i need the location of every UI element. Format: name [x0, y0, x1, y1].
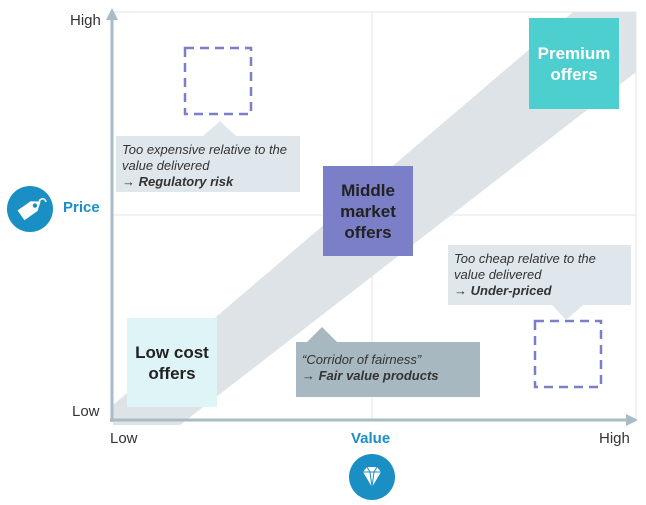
price-tag-icon [7, 186, 53, 232]
y-axis-title: Price [63, 199, 100, 216]
callout-expensive-pointer [203, 121, 236, 136]
middle-market-offers-box: Middle market offers [323, 166, 413, 256]
x-axis-arrowhead [626, 414, 638, 426]
callout-too-expensive-text: Too expensive relative to the value deli… [122, 142, 288, 173]
callout-cheap-pointer [552, 305, 583, 320]
callout-too-cheap: Too cheap relative to the value delivere… [448, 245, 631, 305]
y-axis-arrowhead [106, 8, 118, 20]
low-cost-offers-box: Low cost offers [127, 318, 217, 407]
callout-too-expensive-consequence: → Regulatory risk [122, 174, 234, 189]
dashed-box-overpriced [183, 46, 253, 116]
callout-too-cheap-text: Too cheap relative to the value delivere… [454, 251, 596, 282]
premium-offers-box: Premium offers [529, 18, 619, 109]
callout-corridor-of-fairness: “Corridor of fairness” → Fair value prod… [296, 342, 480, 397]
x-axis-low-label: Low [110, 430, 138, 447]
callout-fairness-text: “Corridor of fairness” [302, 352, 422, 367]
callout-fairness-pointer [306, 327, 338, 343]
callout-too-expensive: Too expensive relative to the value deli… [116, 136, 300, 192]
dashed-box-underpriced [533, 319, 603, 389]
x-axis-high-label: High [599, 430, 630, 447]
diamond-icon [349, 454, 395, 500]
x-axis-title: Value [351, 430, 391, 447]
y-axis-low-label: Low [72, 403, 100, 420]
y-axis-high-label: High [70, 12, 101, 29]
callout-too-cheap-consequence: → Under-priced [454, 283, 552, 298]
callout-fairness-consequence: → Fair value products [302, 368, 439, 383]
